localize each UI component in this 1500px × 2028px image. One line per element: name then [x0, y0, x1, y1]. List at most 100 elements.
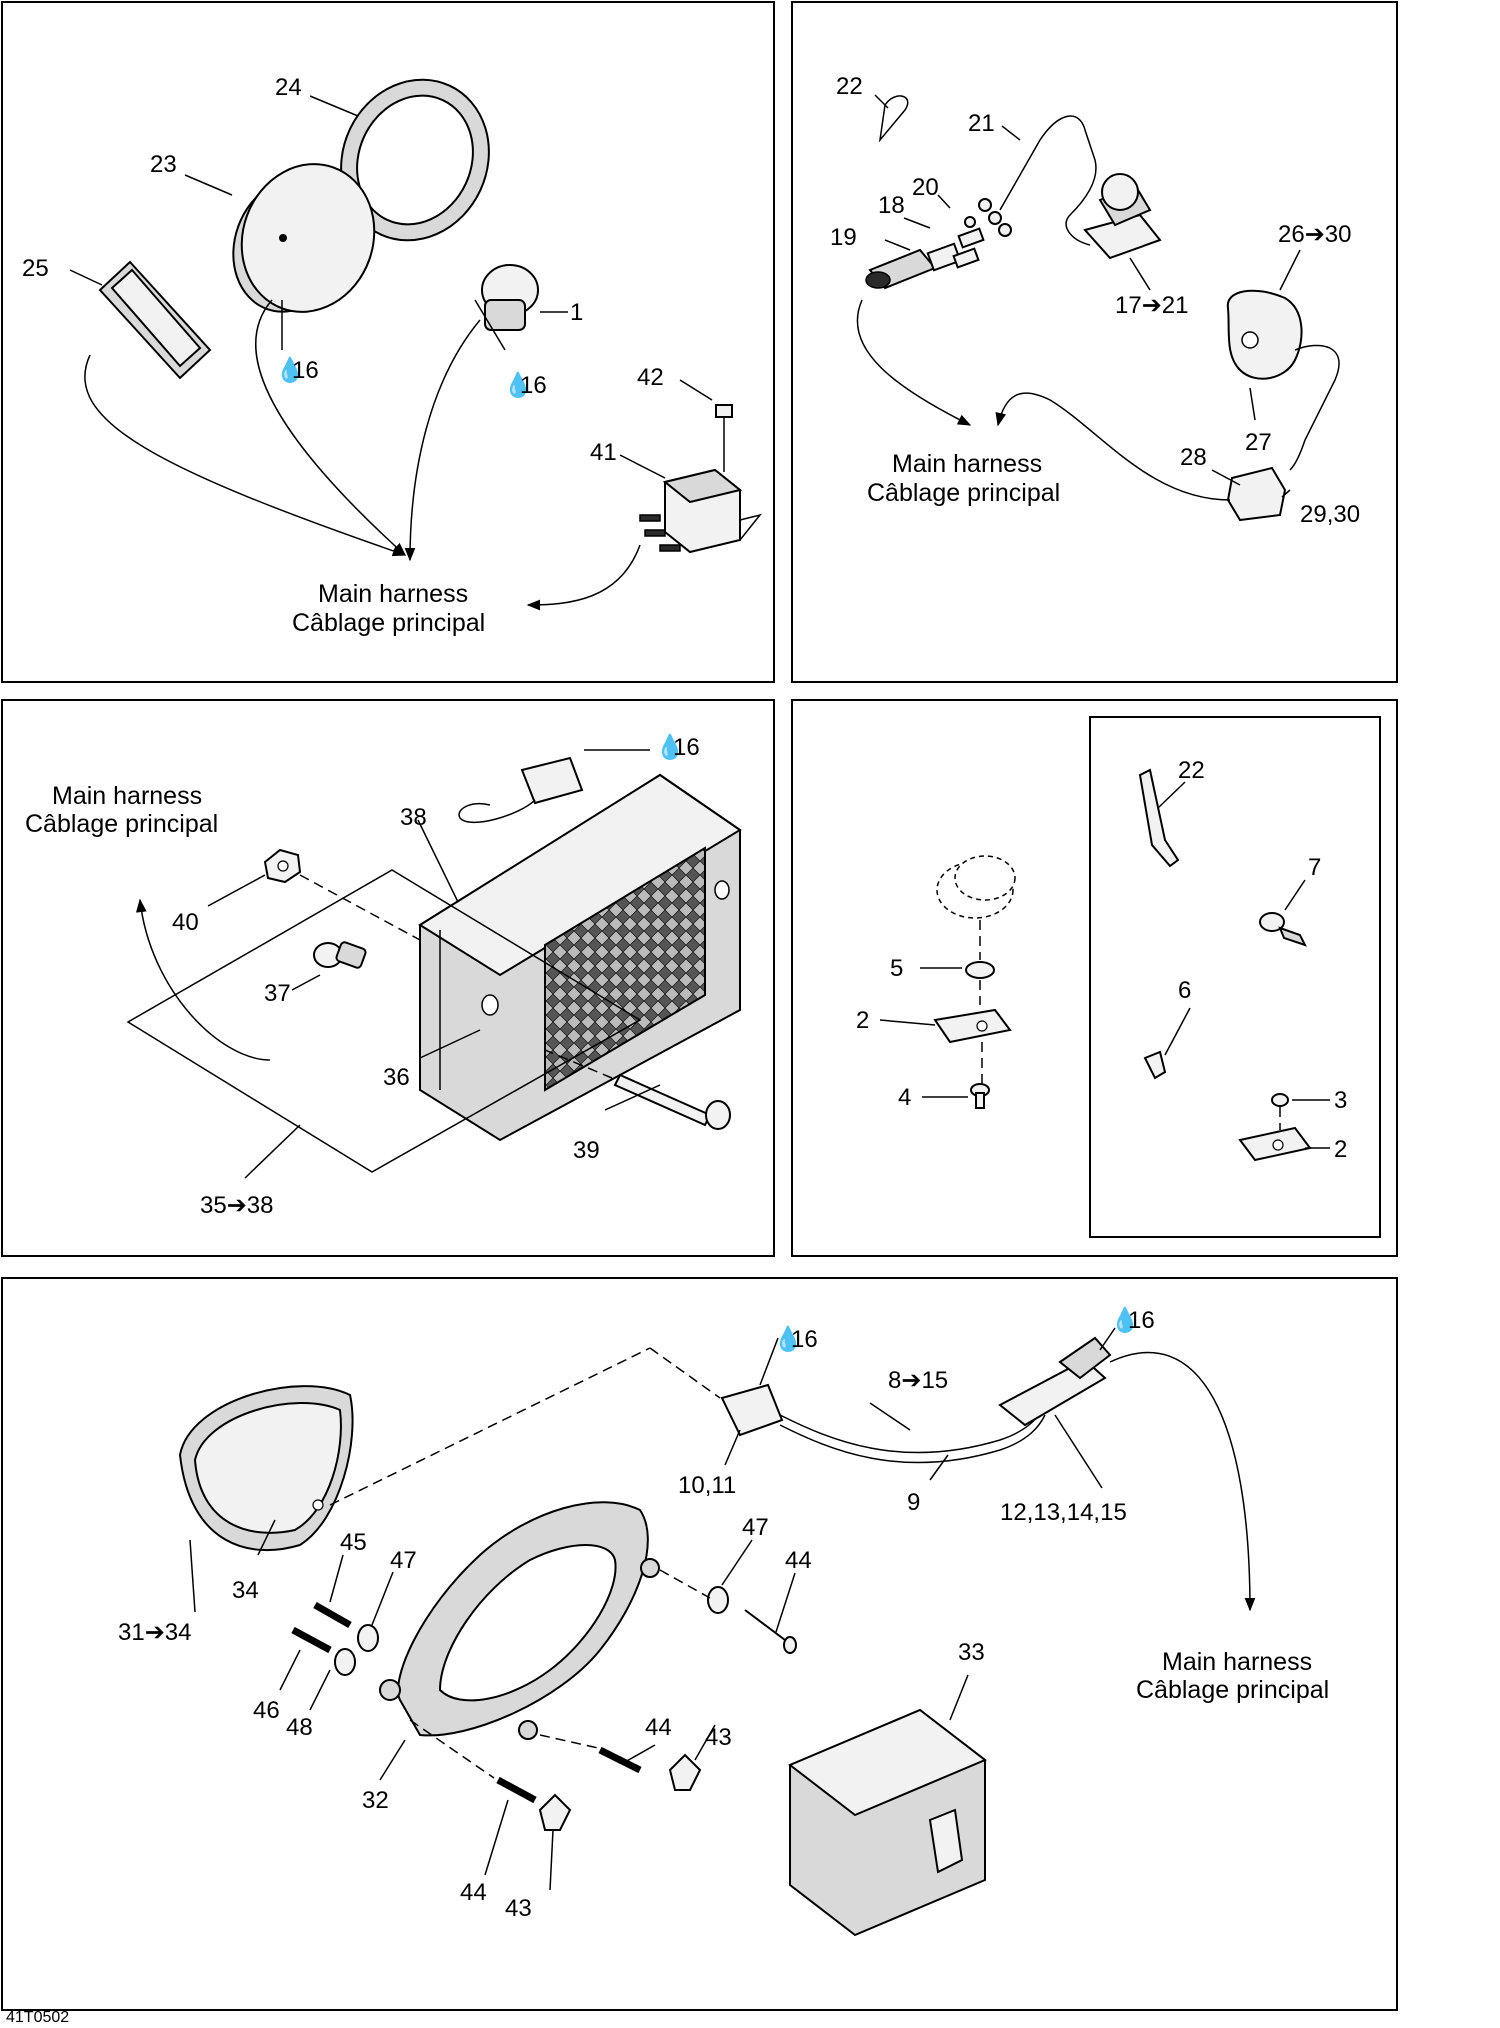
- callout-45: 45: [340, 1529, 367, 1556]
- knob-part: [668, 1753, 702, 1791]
- mounting-screw-part: [544, 1049, 731, 1130]
- callout-47a: 47: [742, 1514, 769, 1541]
- callout-20: 20: [912, 174, 939, 201]
- callout-8-15: 8➔15: [888, 1367, 948, 1394]
- rivet-part: [970, 1083, 990, 1109]
- oil-drop-icon: 💧: [773, 1325, 803, 1353]
- callout-33: 33: [958, 1639, 985, 1666]
- callout-28: 28: [1180, 444, 1207, 471]
- headlight-harness-part: [720, 1336, 1112, 1464]
- callout-48: 48: [286, 1714, 313, 1741]
- oil-drop-icon: 💧: [1110, 1306, 1140, 1334]
- callout-10-11: 10,11: [678, 1472, 736, 1499]
- clip-part: [1238, 1126, 1312, 1162]
- panel-key-switch: 22 21 20 18 19 26➔30 17➔21 27 28 29,30 M…: [791, 1, 1398, 683]
- bolt-part: [598, 1746, 642, 1774]
- callout-2b: 2: [1334, 1136, 1347, 1163]
- callout-24: 24: [275, 74, 302, 101]
- callout-43a: 43: [705, 1724, 732, 1751]
- callout-16b: 16: [520, 372, 547, 399]
- bulb-part: [313, 941, 367, 969]
- callout-22: 22: [836, 73, 863, 100]
- oil-drop-icon: 💧: [275, 356, 305, 384]
- callout-39: 39: [573, 1137, 600, 1164]
- relay-part: [639, 468, 762, 554]
- callout-5: 5: [890, 955, 903, 982]
- washer-part: [707, 1586, 729, 1614]
- panel-frame: [1, 1277, 1398, 2011]
- harness-label-en: Main harness: [892, 450, 1042, 478]
- harness-label-fr: Câblage principal: [1136, 1676, 1329, 1704]
- panel-frame: [791, 1, 1398, 683]
- callout-23: 23: [150, 151, 177, 178]
- callout-38: 38: [400, 804, 427, 831]
- callout-18: 18: [878, 192, 905, 219]
- figure-code: 41T0502: [6, 2009, 69, 2026]
- key-switch-part: [1083, 173, 1162, 260]
- screw-part: [1259, 912, 1307, 947]
- callout-7: 7: [1308, 854, 1321, 881]
- oil-drop-icon: 💧: [503, 371, 533, 399]
- screw-part: [1271, 1093, 1289, 1130]
- callout-44a: 44: [785, 1547, 812, 1574]
- callout-47b: 47: [390, 1547, 417, 1574]
- bolt-part: [496, 1776, 537, 1804]
- inset-frame: [1089, 716, 1381, 1238]
- callout-42: 42: [637, 364, 664, 391]
- panel-gauges: 24 23 25 💧 16 💧 16 1 42 41 Main harness …: [1, 1, 775, 683]
- callout-41: 41: [590, 439, 617, 466]
- callout-16: 16: [673, 734, 700, 761]
- callout-9: 9: [907, 1489, 920, 1516]
- auxiliary-lamp-part: [788, 1708, 987, 1937]
- stud-part: [291, 1626, 332, 1654]
- callout-19: 19: [830, 224, 857, 251]
- callout-17-21: 17➔21: [1115, 292, 1189, 319]
- indicator-lamp-part: [98, 260, 212, 380]
- bolt-part: [744, 1609, 797, 1654]
- connector-part: [865, 227, 985, 290]
- callout-3: 3: [1334, 1087, 1347, 1114]
- headlamp-part: [178, 1385, 354, 1552]
- gauge-part: [232, 163, 376, 313]
- panel-frame: [1, 699, 775, 1257]
- phantom-part: [936, 855, 1016, 919]
- harness-label-fr: Câblage principal: [292, 609, 485, 637]
- panel-headlight: 💧 16 💧 16 8➔15 10,11 9 12,13,14,15 47 44…: [1, 1277, 1398, 2011]
- callout-35-38: 35➔38: [200, 1192, 274, 1219]
- washer-part: [357, 1624, 379, 1652]
- callout-44c: 44: [460, 1879, 487, 1906]
- callout-12-15: 12,13,14,15: [1000, 1499, 1127, 1526]
- callout-34: 34: [232, 1577, 259, 1604]
- callout-31-34: 31➔34: [118, 1619, 192, 1646]
- bracket-part: [379, 1501, 660, 1740]
- knob-part: [538, 1793, 572, 1831]
- callout-32: 32: [362, 1787, 389, 1814]
- stud-part: [313, 1601, 352, 1629]
- callout-22: 22: [1178, 757, 1205, 784]
- callout-25: 25: [22, 255, 49, 282]
- cable-tie-part: [1138, 768, 1180, 868]
- panel-tail-light: 💧 16 38 40 37 36 39 35➔38 Main harness C…: [1, 699, 775, 1257]
- callout-27: 27: [1245, 429, 1272, 456]
- callout-37: 37: [264, 980, 291, 1007]
- harness-label-en: Main harness: [318, 580, 468, 608]
- callout-26-30: 26➔30: [1278, 221, 1352, 248]
- callout-46: 46: [253, 1697, 280, 1724]
- oil-drop-icon: 💧: [655, 733, 685, 761]
- panel-fasteners: 5 2 4 22 7 6 3 2: [791, 699, 1398, 1257]
- panel-frame: [791, 699, 1398, 1257]
- bezel-ring-part: [340, 78, 490, 242]
- switch-knob-part: [481, 264, 539, 331]
- tail-connector-part: [458, 756, 584, 823]
- callout-16a: 16: [791, 1326, 818, 1353]
- cable-tie-part: [878, 95, 909, 143]
- screw-part: [715, 404, 733, 510]
- callout-2: 2: [856, 1007, 869, 1034]
- wire-part: [999, 115, 1097, 246]
- panel-frame: [1, 1, 775, 683]
- callout-4: 4: [898, 1084, 911, 1111]
- clip-part: [1143, 1050, 1167, 1080]
- callout-1: 1: [570, 299, 583, 326]
- harness-label-en: Main harness: [1162, 1648, 1312, 1676]
